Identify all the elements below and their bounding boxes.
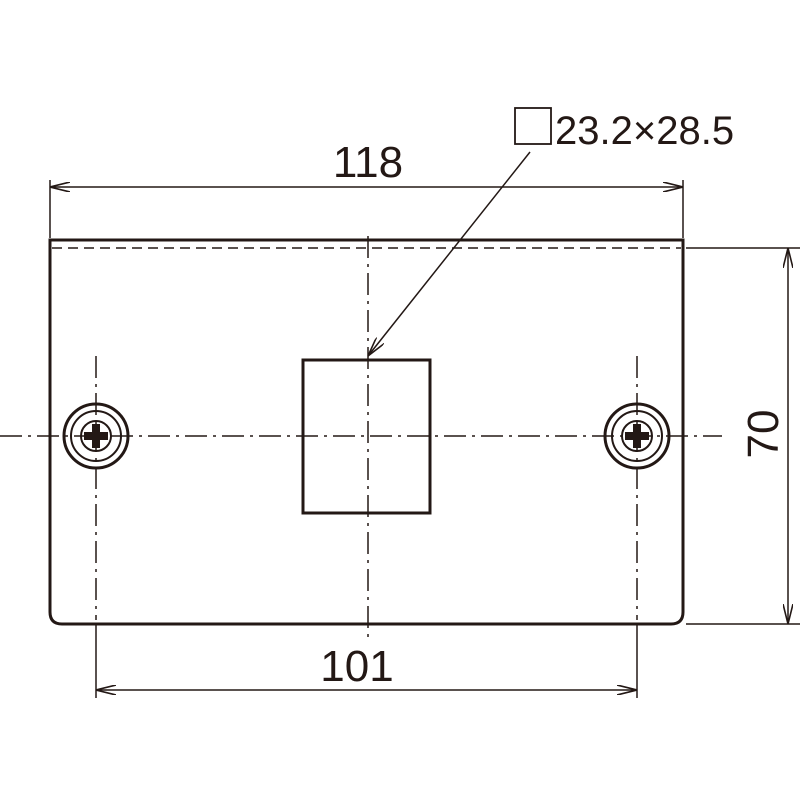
dimension-opening: 23.2×28.5 [368,107,734,356]
module-opening [301,358,432,515]
plate-outline [48,238,685,626]
right-screw [603,402,671,470]
height-label: 70 [739,410,788,459]
overall-width-label: 118 [333,138,403,187]
screw-pitch-label: 101 [320,642,393,691]
phillips-slot-icon [84,424,108,448]
square-symbol-icon [514,107,552,145]
opening-size-label: 23.2×28.5 [555,109,734,153]
dimension-screw-pitch: 101 [95,625,638,698]
left-screw [62,402,130,470]
dimension-height: 70 [686,247,800,625]
dimension-overall-width: 118 [49,138,684,238]
phillips-slot-icon [625,424,649,448]
